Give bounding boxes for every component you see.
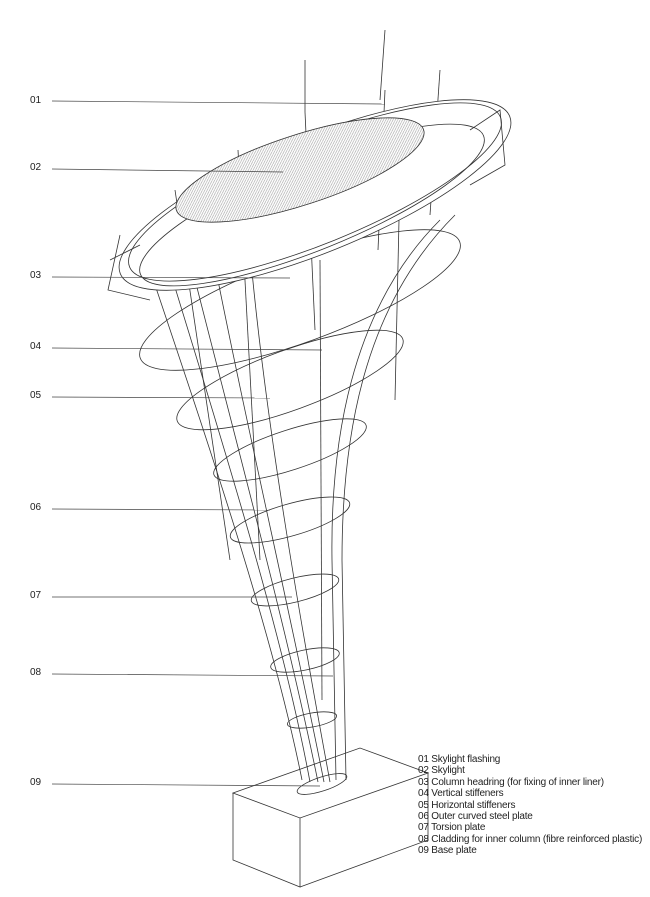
- legend-item: 08 Cladding for inner column (fibre rein…: [418, 833, 643, 845]
- legend-item: 06 Outer curved steel plate: [418, 811, 533, 823]
- callout-08: 08: [30, 667, 42, 678]
- base-block: [231, 747, 430, 888]
- callout-09: 09: [30, 777, 42, 788]
- callout-06: 06: [30, 502, 42, 513]
- legend-item: 04 Vertical stiffeners: [418, 788, 504, 800]
- callout-03: 03: [30, 270, 42, 281]
- legend-item: 09 Base plate: [418, 845, 477, 857]
- callout-01: 01: [30, 95, 42, 106]
- legend: 01 Skylight flashing 02 Skylight 03 Colu…: [418, 754, 642, 857]
- callout-02: 02: [30, 162, 42, 173]
- legend-item: 05 Horizontal stiffeners: [418, 799, 516, 811]
- callout-07: 07: [30, 590, 42, 601]
- skylight-glass: [175, 117, 425, 223]
- leader-lines: [51, 100, 386, 787]
- legend-item: 03 Column headring (for fixing of inner …: [418, 776, 604, 788]
- callout-05: 05: [30, 390, 42, 401]
- legend-item: 07 Torsion plate: [418, 822, 486, 834]
- legend-item: 02 Skylight: [418, 765, 465, 777]
- skylight-top: [107, 29, 512, 301]
- legend-item: 01 Skylight flashing: [418, 754, 501, 765]
- callout-04: 04: [30, 341, 42, 352]
